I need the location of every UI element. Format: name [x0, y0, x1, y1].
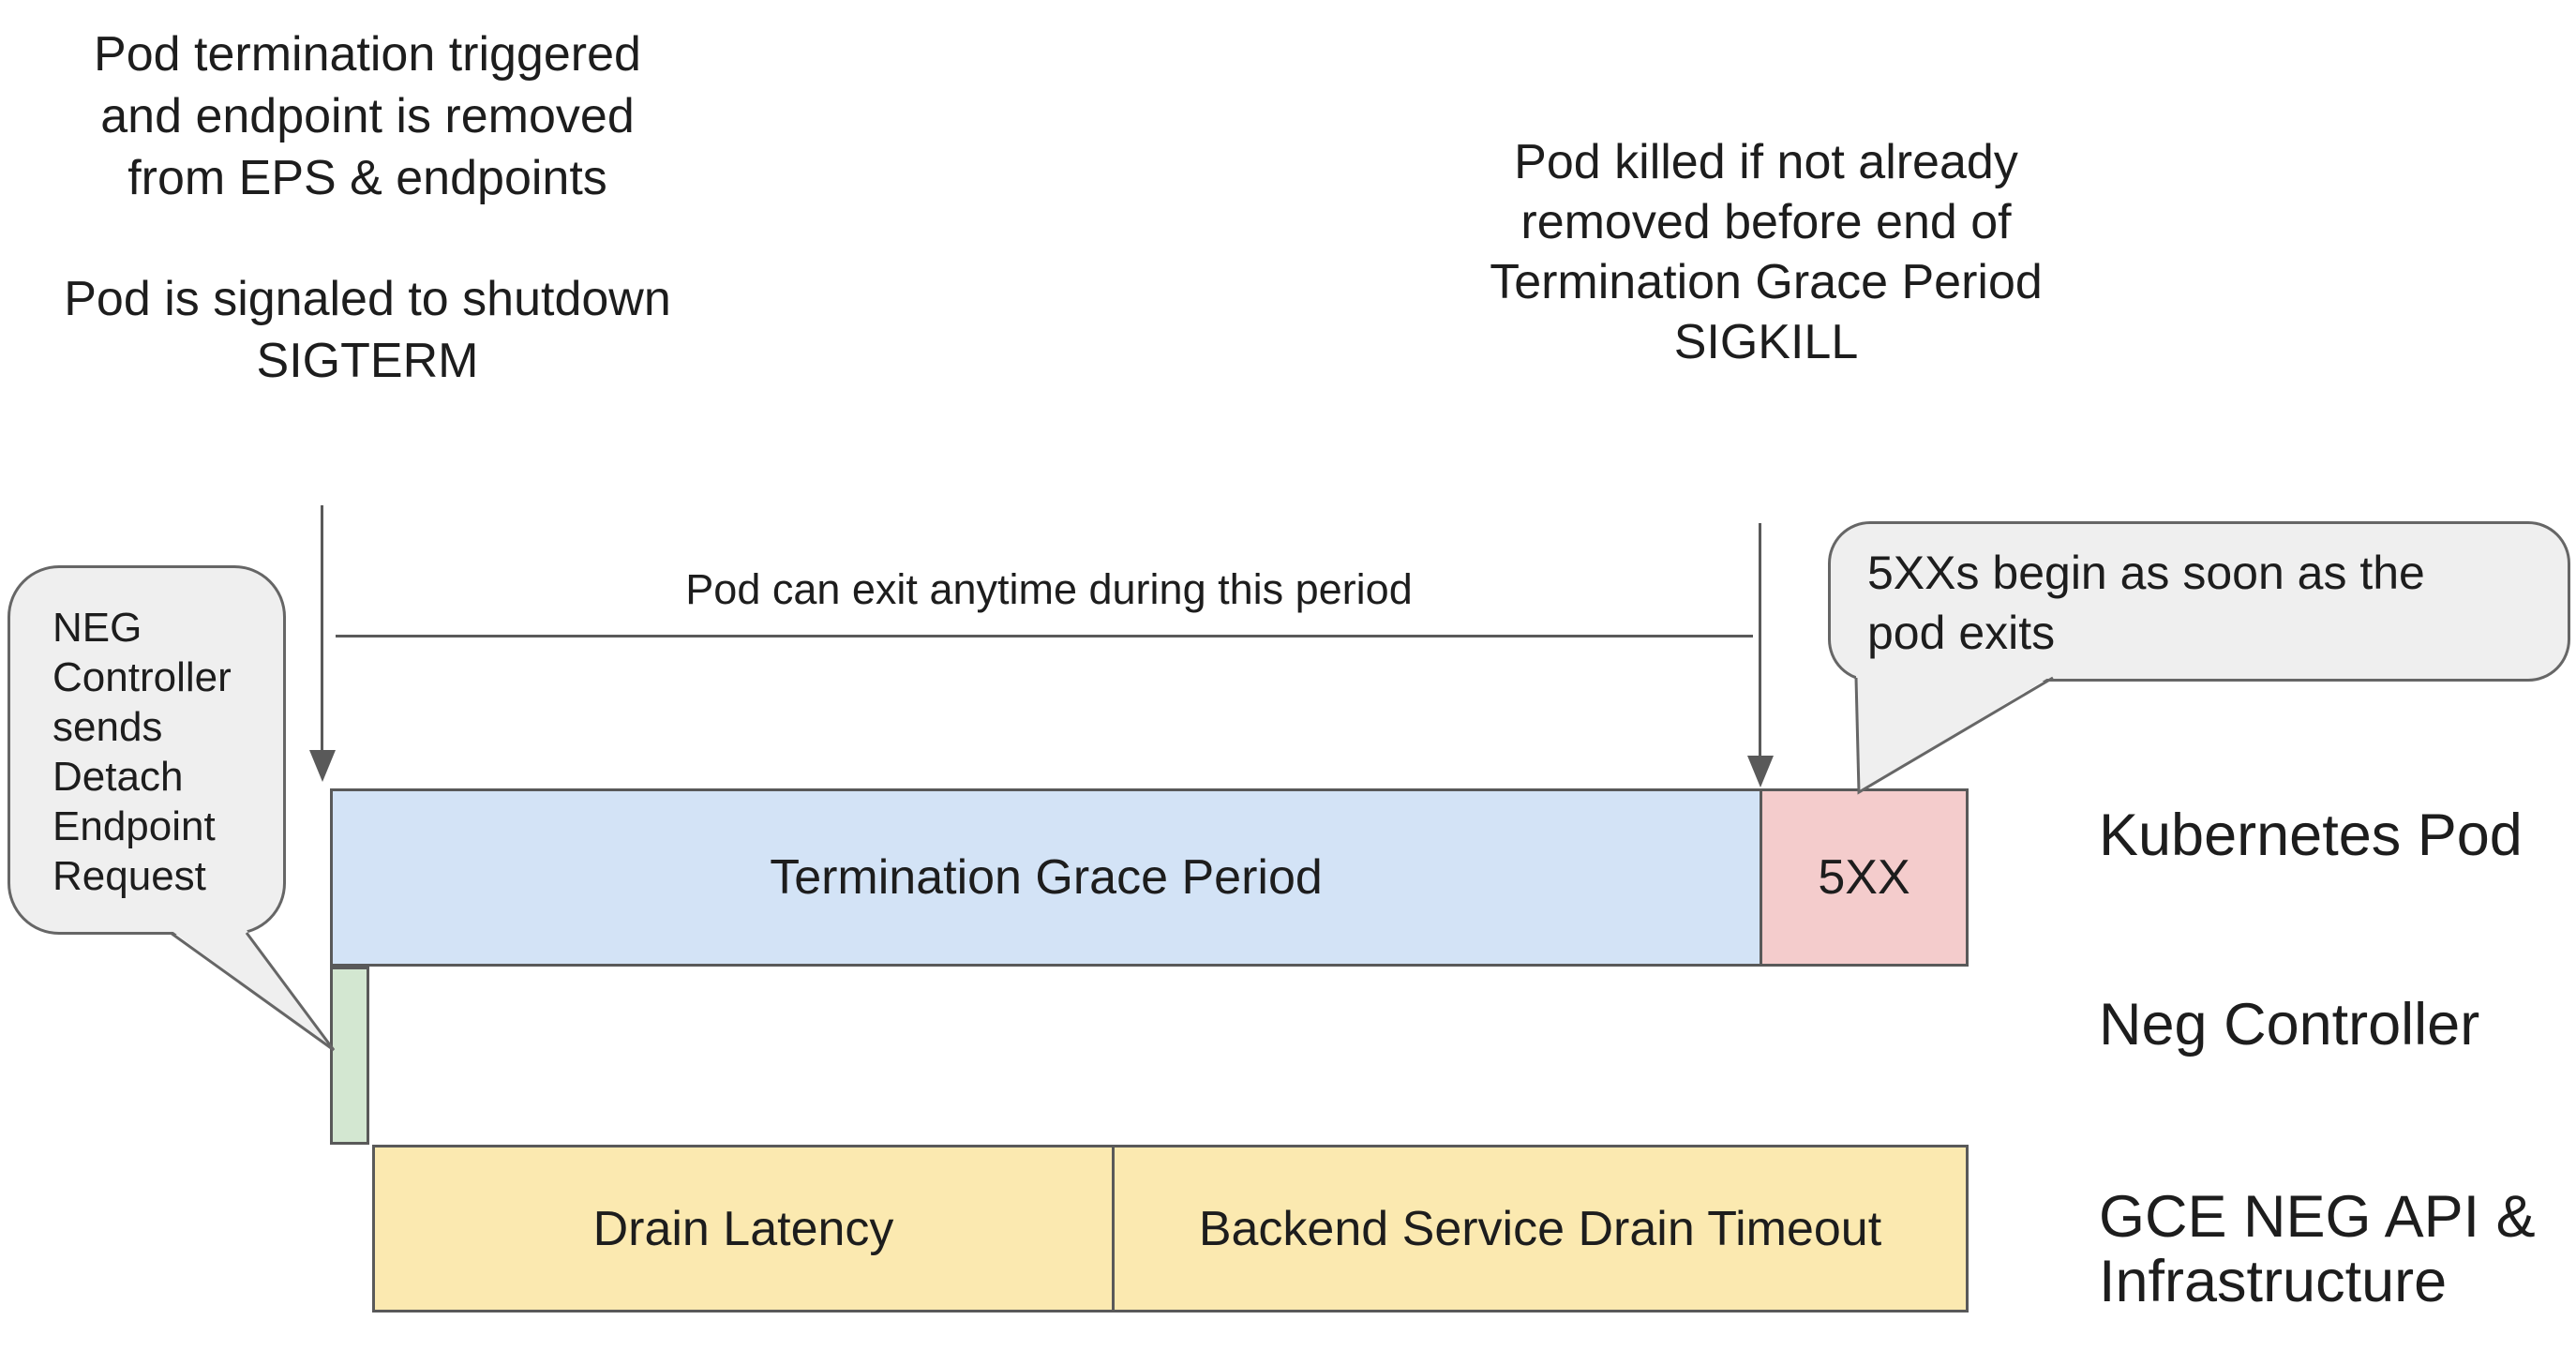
fivexx-callout-tail-outline — [1854, 676, 2054, 795]
neg-controller-bar — [330, 967, 369, 1145]
annotation-pod-sigkill: Pod killed if not already removed before… — [1490, 135, 2043, 369]
grace-period-segment-label: Termination Grace Period — [770, 850, 1323, 905]
arrow-line — [1759, 523, 1761, 758]
callout-5xx-text: 5XXs begin as soon as the pod exits — [1867, 547, 2425, 659]
drain-latency-segment: Drain Latency — [375, 1148, 1112, 1310]
arrow-head-icon — [1747, 756, 1774, 788]
callout-neg-controller: NEG Controller sends Detach Endpoint Req… — [7, 565, 286, 935]
annotation-pod-sigterm: Pod is signaled to shutdown SIGTERM — [64, 272, 671, 388]
fivexx-segment-label: 5XX — [1818, 850, 1910, 905]
arrow-line — [321, 505, 323, 752]
backend-drain-segment: Backend Service Drain Timeout — [1115, 1148, 1966, 1310]
annotation-exit-period: Pod can exit anytime during this period — [685, 565, 1413, 613]
fivexx-callout-tail — [1856, 675, 2053, 792]
gce-drain-bar: Drain Latency Backend Service Drain Time… — [372, 1145, 1969, 1312]
neg-callout-tail-outline — [170, 931, 336, 1052]
neg-callout-tail — [171, 930, 334, 1050]
label-gce-infrastructure: GCE NEG API & Infrastructure — [2099, 1184, 2536, 1314]
label-neg-controller: Neg Controller — [2099, 992, 2480, 1058]
segment-divider — [1112, 1148, 1115, 1310]
arrow-head-icon — [309, 750, 336, 782]
exit-period-line — [336, 635, 1753, 638]
annotation-pod-termination: Pod termination triggered and endpoint i… — [94, 27, 641, 205]
label-kubernetes-pod: Kubernetes Pod — [2099, 802, 2523, 868]
drain-latency-label: Drain Latency — [592, 1201, 894, 1256]
fivexx-segment: 5XX — [1760, 788, 1969, 967]
callout-neg-controller-text: NEG Controller sends Detach Endpoint Req… — [52, 605, 232, 899]
backend-drain-label: Backend Service Drain Timeout — [1198, 1201, 1882, 1256]
callout-5xx: 5XXs begin as soon as the pod exits — [1828, 521, 2570, 682]
kubernetes-pod-bar: Termination Grace Period — [330, 788, 1969, 967]
